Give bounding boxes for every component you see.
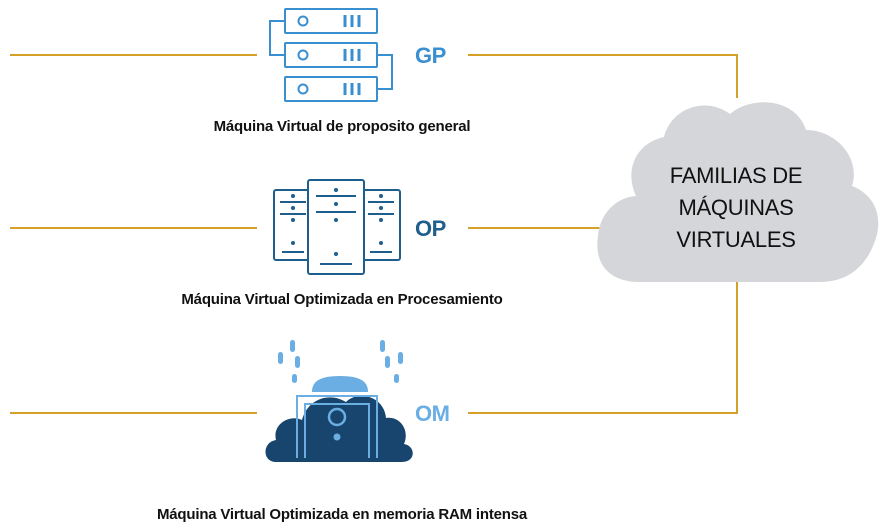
memory-cloud-icon [265,340,413,462]
cloud-title-line-1: FAMILIAS DE [670,163,802,188]
connector-lines [10,54,738,414]
cloud-icon [597,102,879,282]
op-caption: Máquina Virtual Optimizada en Procesamie… [181,291,502,308]
cloud-title-line-3: VIRTUALES [676,227,795,252]
cloud-title-line-2: MÁQUINAS [679,195,794,220]
gp-code-label: GP [415,43,446,68]
connector-om-right [468,280,738,414]
processing-servers-icon [273,179,401,275]
connector-gp-right [468,54,738,98]
om-code-label: OM [415,401,449,426]
om-caption: Máquina Virtual Optimizada en memoria RA… [157,506,528,523]
server-rack-icon [269,8,393,102]
virtual-machine-families-cloud: FAMILIAS DE MÁQUINAS VIRTUALES [597,102,879,282]
op-code-label: OP [415,216,446,241]
gp-caption: Máquina Virtual de proposito general [214,118,471,135]
